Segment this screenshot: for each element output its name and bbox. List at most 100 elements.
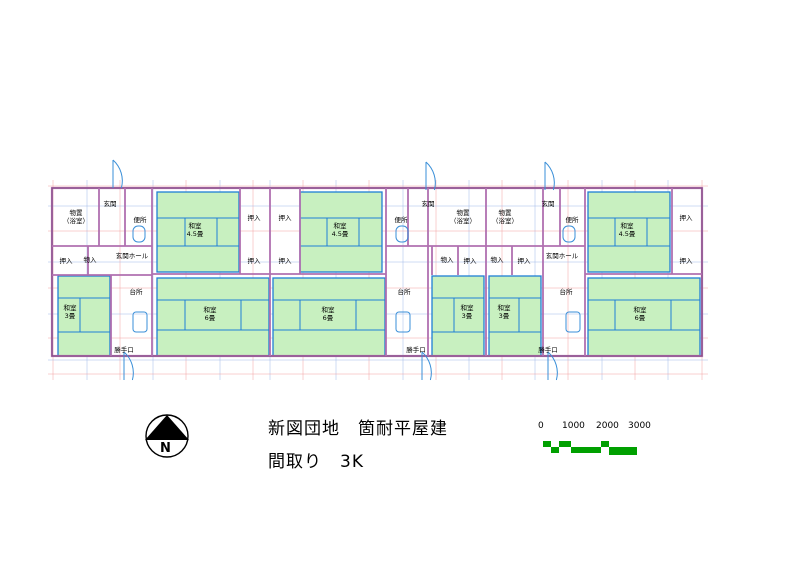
tatami-fill [431, 275, 485, 357]
room-label: 押入 [464, 256, 478, 265]
north-arrow-icon [145, 414, 189, 458]
room-label: 玄関 [422, 199, 435, 208]
room-label: 押入 [60, 256, 74, 265]
door-swing [544, 161, 555, 191]
toilet-icon [132, 225, 146, 243]
room-label: 物置（浴室） [63, 208, 89, 225]
tatami-room [488, 275, 542, 357]
scale-segment [543, 441, 551, 447]
tatami-room [587, 277, 701, 357]
toilet-bowl [395, 225, 409, 243]
sink-basin [565, 311, 581, 333]
tatami-fill [156, 191, 240, 273]
room-label: 押入 [248, 256, 262, 265]
room-label: 押入 [248, 213, 262, 222]
fixtures [112, 159, 581, 381]
door-swing [547, 351, 558, 381]
room-label: 押入 [518, 256, 532, 265]
door-swing [425, 161, 436, 191]
page-title: 新図団地 箇耐平屋建 [268, 419, 448, 439]
room-label: 押入 [680, 213, 694, 222]
door-swing [112, 159, 123, 189]
scale-segment [551, 447, 559, 453]
door-swing [421, 351, 432, 381]
tatami-mat [587, 245, 671, 273]
door-arc [547, 351, 558, 381]
tatami-fill [299, 191, 383, 273]
walls [50, 186, 704, 358]
door-arc [112, 159, 123, 189]
room-label: 台所 [130, 287, 144, 296]
room-label: 台所 [398, 287, 412, 296]
sink-icon [565, 311, 581, 333]
room-label: 押入 [680, 256, 694, 265]
sink-basin [395, 311, 411, 333]
toilet-icon [395, 225, 409, 243]
room-label: 便所 [395, 215, 409, 224]
door-arc [123, 351, 134, 381]
door-arc [425, 161, 436, 191]
scale-tick-label: 1000 [562, 421, 585, 431]
tatami-room [57, 275, 111, 357]
room-label: 物入 [84, 255, 98, 264]
tatami-room [156, 191, 240, 273]
page-subtitle: 間取り 3K [268, 452, 364, 472]
toilet-icon [562, 225, 576, 243]
toilet-bowl [132, 225, 146, 243]
tatami-room [272, 277, 386, 357]
north-label: N [160, 441, 171, 456]
tatami-fill [272, 277, 386, 357]
sink-basin [132, 311, 148, 333]
room-label: 押入 [279, 256, 293, 265]
room-label: 玄関 [104, 199, 117, 208]
tatami-room [299, 191, 383, 273]
door-arc [421, 351, 432, 381]
sink-icon [395, 311, 411, 333]
room-label: 玄関ホール [116, 251, 149, 260]
room-label: 物入 [441, 255, 455, 264]
scale-segment [571, 447, 601, 453]
tatami-fill [488, 275, 542, 357]
room-label: 勝手口 [114, 345, 134, 354]
scale-tick-label: 3000 [628, 421, 651, 431]
room-label: 物置（浴室） [492, 208, 518, 225]
tatami-fill [587, 191, 671, 273]
room-label: 勝手口 [538, 345, 558, 354]
scale-segment [609, 447, 637, 455]
toilet-bowl [562, 225, 576, 243]
room-label: 玄関ホール [546, 251, 579, 260]
scale-bar [543, 441, 637, 455]
room-label: 勝手口 [406, 345, 426, 354]
room-label: 物置（浴室） [450, 208, 476, 225]
scale-segment [559, 441, 571, 447]
room-label: 台所 [560, 287, 574, 296]
outer-wall-inner [51, 187, 703, 357]
sink-icon [132, 311, 148, 333]
tatami-room [431, 275, 485, 357]
tatami-room [587, 191, 671, 273]
door-arc [544, 161, 555, 191]
room-label: 便所 [134, 215, 148, 224]
door-swing [123, 351, 134, 381]
tatami-rooms [57, 191, 701, 357]
scale-tick-label: 2000 [596, 421, 619, 431]
scale-tick-label: 0 [538, 421, 544, 431]
tatami-fill [156, 277, 270, 357]
room-label: 物入 [491, 255, 505, 264]
tatami-fill [587, 277, 701, 357]
room-label: 便所 [566, 215, 580, 224]
scale-segment [601, 441, 609, 447]
room-label: 玄関 [542, 199, 555, 208]
room-label: 押入 [279, 213, 293, 222]
